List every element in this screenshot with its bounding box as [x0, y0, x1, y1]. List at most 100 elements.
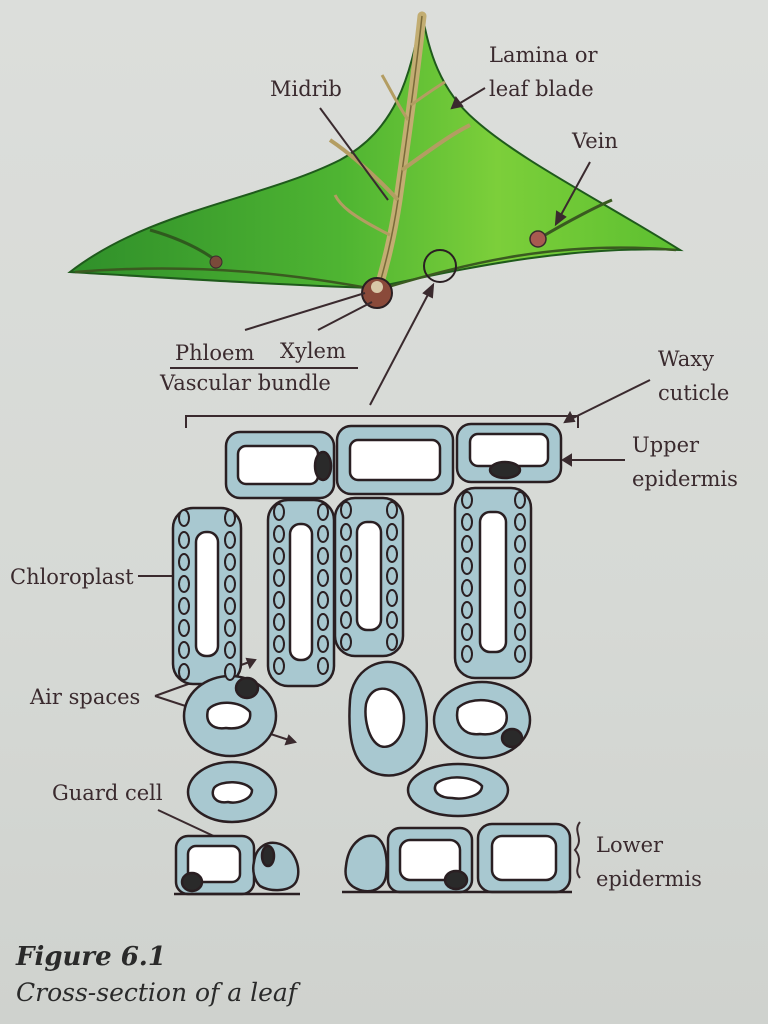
- label-lamina-2: leaf blade: [489, 77, 594, 101]
- vein-branch: [333, 194, 391, 237]
- chloroplast: [461, 491, 473, 509]
- chloroplast: [273, 525, 285, 543]
- chloroplast: [514, 601, 526, 619]
- chloroplast: [273, 503, 285, 521]
- chloroplasts: [178, 491, 526, 681]
- chloroplast: [273, 591, 285, 609]
- label-waxy-2: cuticle: [658, 381, 729, 405]
- label-waxy-1: Waxy: [658, 347, 714, 371]
- chloroplast: [514, 513, 526, 531]
- chloroplast: [317, 569, 329, 587]
- chloroplast: [224, 575, 236, 593]
- label-midrib: Midrib: [270, 77, 342, 101]
- chloroplast: [340, 545, 352, 563]
- chloroplast: [461, 645, 473, 663]
- chloroplast: [273, 635, 285, 653]
- chloroplast: [461, 557, 473, 575]
- chloroplast: [386, 501, 398, 519]
- chloroplast: [461, 601, 473, 619]
- chloroplast: [178, 663, 190, 681]
- chloroplast: [317, 503, 329, 521]
- chloroplast: [178, 575, 190, 593]
- label-xylem: Xylem: [280, 339, 346, 363]
- chloroplast: [273, 657, 285, 675]
- chloroplast: [386, 567, 398, 585]
- magnify-circle: [423, 249, 457, 283]
- label-lower-1: Lower: [596, 833, 664, 857]
- chloroplast: [178, 597, 190, 615]
- chloroplast: [340, 501, 352, 519]
- chloroplast: [340, 611, 352, 629]
- chloroplast: [340, 633, 352, 651]
- vein-node: [209, 255, 223, 269]
- chloroplast: [340, 523, 352, 541]
- chloroplast: [224, 641, 236, 659]
- chloroplast: [514, 623, 526, 641]
- lower-epidermis-cells: [174, 822, 572, 896]
- chloroplast: [386, 611, 398, 629]
- label-phloem: Phloem: [175, 341, 254, 365]
- labels: Midrib Lamina or leaf blade Vein Phloem …: [10, 43, 738, 891]
- leaf-blade: [67, 11, 684, 290]
- chloroplast: [386, 523, 398, 541]
- chloroplast: [178, 509, 190, 527]
- vein-node: [529, 230, 547, 248]
- chloroplast: [317, 657, 329, 675]
- label-upper-2: epidermis: [632, 467, 738, 491]
- chloroplast: [514, 557, 526, 575]
- label-upper-1: Upper: [632, 433, 700, 457]
- chloroplast: [461, 535, 473, 553]
- cells: [171, 422, 572, 896]
- chloroplast: [273, 547, 285, 565]
- leaf-illustration: [67, 11, 684, 309]
- label-air-spaces: Air spaces: [29, 685, 140, 709]
- label-chloroplast: Chloroplast: [10, 565, 134, 589]
- chloroplast: [224, 509, 236, 527]
- chloroplast: [224, 619, 236, 637]
- vein-branch: [380, 74, 410, 121]
- chloroplast: [224, 553, 236, 571]
- chloroplast: [317, 525, 329, 543]
- chloroplast: [178, 531, 190, 549]
- chloroplast: [386, 633, 398, 651]
- chloroplast: [461, 513, 473, 531]
- vein-branch: [410, 80, 446, 107]
- chloroplast: [340, 589, 352, 607]
- chloroplast: [317, 547, 329, 565]
- label-lower-2: epidermis: [596, 867, 702, 891]
- chloroplast: [514, 491, 526, 509]
- vein-right: [539, 198, 613, 240]
- label-vein: Vein: [571, 129, 618, 153]
- chloroplast: [317, 591, 329, 609]
- label-vascular-bundle: Vascular bundle: [159, 371, 331, 395]
- chloroplast: [514, 645, 526, 663]
- chloroplast: [224, 597, 236, 615]
- figure-number: Figure 6.1: [16, 942, 166, 972]
- chloroplast: [461, 623, 473, 641]
- palisade-cells: [171, 486, 533, 688]
- vein-branch: [400, 123, 471, 172]
- chloroplast: [224, 663, 236, 681]
- chloroplast: [224, 531, 236, 549]
- chloroplast: [514, 579, 526, 597]
- figure-caption: Figure 6.1 Cross-section of a leaf: [16, 942, 297, 1007]
- label-lamina-1: Lamina or: [489, 43, 598, 67]
- spongy-cells: [182, 660, 532, 824]
- chloroplast: [386, 545, 398, 563]
- chloroplast: [273, 569, 285, 587]
- upper-epidermis-cells: [224, 422, 563, 500]
- label-guard-cell: Guard cell: [52, 781, 163, 805]
- chloroplast: [178, 641, 190, 659]
- chloroplast: [461, 579, 473, 597]
- chloroplast: [317, 613, 329, 631]
- chloroplast: [317, 635, 329, 653]
- chloroplast: [340, 567, 352, 585]
- chloroplast: [273, 613, 285, 631]
- chloroplast: [178, 619, 190, 637]
- chloroplast: [514, 535, 526, 553]
- figure-title: Cross-section of a leaf: [16, 978, 298, 1007]
- chloroplast: [178, 553, 190, 571]
- chloroplast: [386, 589, 398, 607]
